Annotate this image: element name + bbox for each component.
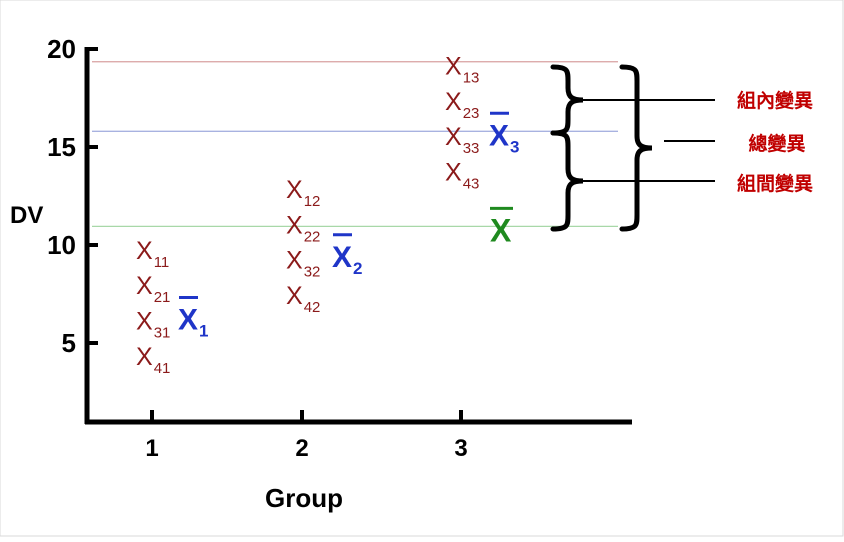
data-point-subscript: 32 bbox=[304, 264, 321, 281]
data-point-subscript: 41 bbox=[154, 360, 171, 377]
y-axis-label: DV bbox=[10, 202, 43, 229]
data-point-subscript: 21 bbox=[154, 289, 171, 306]
x-tick-label: 2 bbox=[295, 435, 308, 462]
group-mean-subscript: 2 bbox=[353, 259, 362, 278]
total-brace bbox=[619, 64, 653, 232]
group-mean-subscript: 3 bbox=[510, 137, 519, 156]
y-tick-label: 15 bbox=[47, 132, 76, 162]
y-tick-label: 5 bbox=[62, 328, 76, 358]
data-point-subscript: 31 bbox=[154, 324, 171, 341]
group-mean-subscript: 1 bbox=[199, 322, 208, 341]
grand-mean-marker: X bbox=[490, 212, 512, 248]
data-point-subscript: 13 bbox=[463, 70, 480, 87]
between-group-variance-label: 組間變異 bbox=[737, 172, 813, 195]
data-point-subscript: 12 bbox=[304, 193, 321, 210]
data-point-subscript: 33 bbox=[463, 140, 480, 157]
data-point-subscript: 22 bbox=[304, 228, 321, 245]
axes bbox=[84, 47, 632, 425]
x-tick-label: 1 bbox=[145, 435, 158, 462]
data-point-subscript: 43 bbox=[463, 176, 480, 193]
x-tick-label: 3 bbox=[454, 435, 467, 462]
variance-braces bbox=[550, 64, 715, 232]
x-axis-label: Group bbox=[265, 483, 343, 513]
y-tick-label: 20 bbox=[47, 34, 76, 64]
data-point-subscript: 11 bbox=[154, 254, 170, 271]
total-variance-label: 總變異 bbox=[748, 132, 805, 155]
within-group-variance-label: 組內變異 bbox=[737, 89, 813, 112]
y-tick-label: 10 bbox=[47, 230, 76, 260]
data-point-subscript: 23 bbox=[463, 105, 480, 122]
reference-lines bbox=[92, 61, 618, 228]
data-point-subscript: 42 bbox=[304, 299, 321, 316]
